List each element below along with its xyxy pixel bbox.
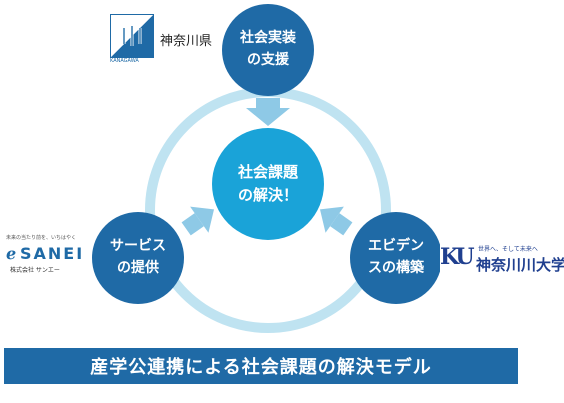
kanagawa-pref-sub: KANAGAWA: [110, 58, 139, 64]
model-title-text: 産学公連携による社会課題の解決モデル: [90, 357, 432, 378]
kanagawa-pref-mark-icon: [110, 14, 154, 58]
arrow-right-up-icon: [181, 206, 215, 236]
arrow-left-up-icon: [319, 206, 353, 236]
node-right-line1: エビデン: [368, 238, 424, 255]
arrow-down-icon: [246, 98, 290, 126]
node-left-line2: の提供: [117, 260, 159, 276]
node-right-line2: スの構築: [368, 260, 424, 276]
node-social-implementation: 社会実装 の支援: [222, 4, 314, 96]
node-center-line2: の解決！: [237, 186, 298, 204]
kanagawa-univ-logo: KU 世界へ、そして未来へ 神奈川川大学: [440, 242, 564, 278]
model-title-banner: 産学公連携による社会課題の解決モデル: [4, 348, 518, 384]
sanei-mark-icon: ℯ: [6, 244, 17, 263]
sanei-logo: 未来の当たり前を、いちはやく ℯ SANEI 株式会社 サンエー: [2, 232, 88, 276]
kanagawa-pref-logo: KANAGAWA 神奈川県: [108, 12, 216, 64]
node-top-line2: の支援: [247, 52, 289, 68]
node-center-line1: 社会課題: [237, 162, 298, 181]
node-evidence-building: エビデン スの構築: [350, 212, 442, 304]
node-top-line1: 社会実装: [240, 30, 296, 47]
sanei-name: SANEI: [20, 244, 85, 263]
node-left-line1: サービス: [110, 238, 166, 255]
node-service-provision: サービス の提供: [92, 212, 184, 304]
kanagawa-pref-name: 神奈川県: [160, 34, 213, 49]
kanagawa-univ-name: 神奈川川大学: [476, 256, 564, 274]
ku-mark-icon: KU: [440, 244, 474, 270]
kanagawa-univ-tagline: 世界へ、そして未来へ: [478, 246, 538, 253]
sanei-company: 株式会社 サンエー: [10, 267, 60, 274]
node-solve-social-issues: 社会課題 の解決！: [212, 128, 324, 240]
sanei-tagline: 未来の当たり前を、いちはやく: [6, 235, 77, 241]
